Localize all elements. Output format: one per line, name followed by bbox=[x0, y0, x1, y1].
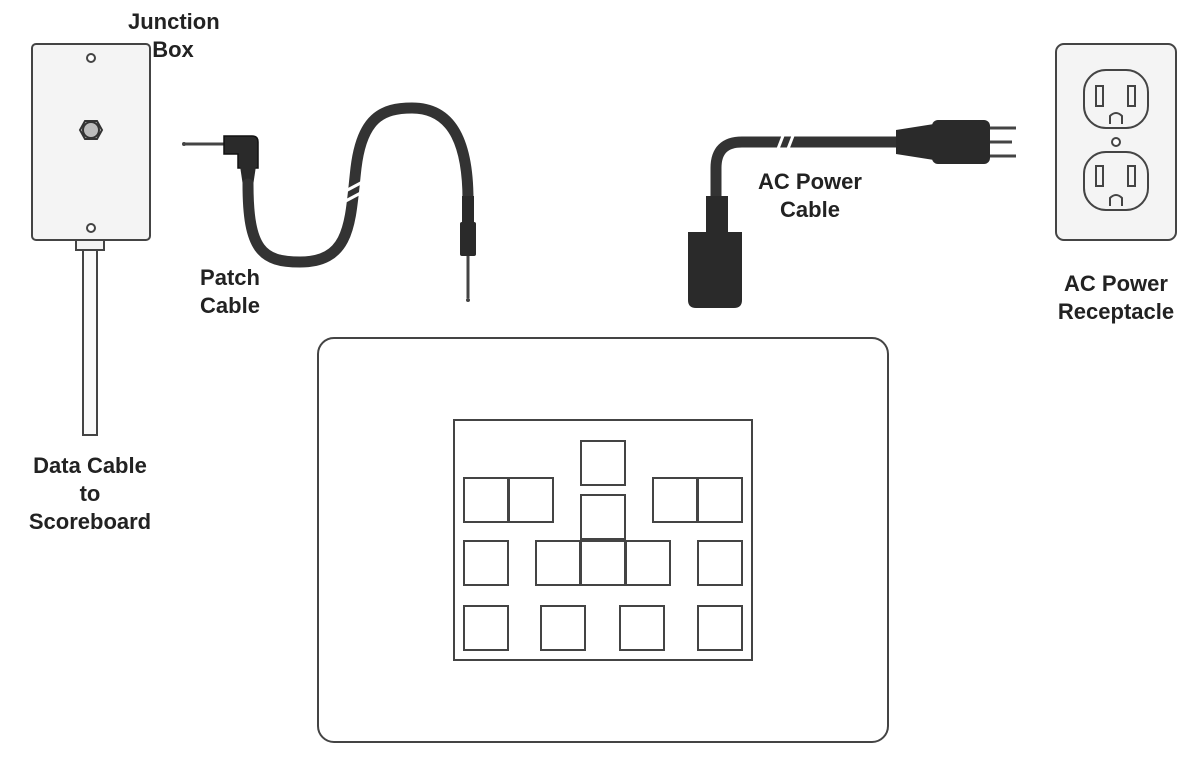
keypad-key[interactable] bbox=[463, 477, 509, 523]
ac-power-iec-relief bbox=[706, 196, 728, 232]
data-cable-label: Data Cable to Scoreboard bbox=[14, 452, 166, 536]
ac-power-male-plug-relief bbox=[896, 124, 934, 160]
keypad-key[interactable] bbox=[580, 540, 626, 586]
ac-power-cable-cord bbox=[710, 136, 900, 200]
keypad-key[interactable] bbox=[535, 540, 581, 586]
keypad-key[interactable] bbox=[619, 605, 665, 651]
patch-cable-right-tip-ball bbox=[466, 298, 470, 302]
receptacle-outlet-bottom-slot-left bbox=[1095, 165, 1104, 187]
junction-box-icon bbox=[31, 43, 151, 436]
patch-cable-label-line1: Patch bbox=[200, 265, 260, 290]
junction-box-jack bbox=[82, 121, 100, 139]
ac-power-receptacle-label: AC Power Receptacle bbox=[1040, 270, 1192, 326]
patch-cable-icon bbox=[182, 102, 476, 302]
data-cable-label-line2: to bbox=[79, 481, 101, 506]
patch-cable-break-mark-2 bbox=[339, 186, 371, 206]
junction-box-cable-grommet bbox=[75, 239, 105, 251]
keypad-key[interactable] bbox=[652, 477, 698, 523]
patch-cable-straight-plug-relief bbox=[462, 196, 474, 224]
keypad-key[interactable] bbox=[625, 540, 671, 586]
keypad-key[interactable] bbox=[697, 477, 743, 523]
keypad-key[interactable] bbox=[580, 440, 626, 486]
duplex-outlet-icon bbox=[1055, 43, 1177, 241]
ac-power-cable-break-mark-2 bbox=[784, 127, 798, 155]
keypad-key[interactable] bbox=[580, 494, 626, 540]
ac-power-cable-label-line1: AC Power bbox=[758, 169, 862, 194]
keypad-key[interactable] bbox=[463, 605, 509, 651]
ac-power-iec-connector bbox=[688, 232, 742, 308]
receptacle-outlet-bottom-ground bbox=[1109, 194, 1123, 206]
junction-box-label-line2: Box bbox=[152, 37, 194, 62]
keypad-key[interactable] bbox=[697, 540, 743, 586]
junction-box-bottom-screw bbox=[86, 223, 96, 233]
patch-cable-label: Patch Cable bbox=[180, 264, 280, 320]
ac-power-cable-label-line2: Cable bbox=[780, 197, 840, 222]
receptacle-outlet-top-ground bbox=[1109, 112, 1123, 124]
keypad-key[interactable] bbox=[697, 605, 743, 651]
patch-cable-break-mark bbox=[339, 176, 371, 196]
ac-power-receptacle-label-line1: AC Power bbox=[1064, 271, 1168, 296]
data-cable-icon bbox=[82, 249, 98, 436]
ac-power-male-plug bbox=[932, 120, 990, 164]
receptacle-outlet-bottom bbox=[1083, 151, 1149, 211]
ac-power-cable-icon bbox=[688, 120, 1016, 308]
patch-cable-left-tip-ball bbox=[182, 142, 186, 146]
receptacle-outlet-bottom-slot-right bbox=[1127, 165, 1136, 187]
junction-box-label: Junction Box bbox=[128, 8, 220, 64]
console-keypad bbox=[463, 440, 743, 651]
junction-box-plate bbox=[31, 43, 151, 241]
patch-cable-right-angle-plug bbox=[223, 135, 259, 169]
receptacle-outlet-top-slot-left bbox=[1095, 85, 1104, 107]
patch-cable-straight-plug bbox=[460, 222, 476, 256]
patch-cable-cord bbox=[242, 102, 474, 268]
keypad-key[interactable] bbox=[540, 605, 586, 651]
keypad-key[interactable] bbox=[508, 477, 554, 523]
data-cable-label-line3: Scoreboard bbox=[28, 509, 152, 534]
ac-power-receptacle-label-line2: Receptacle bbox=[1057, 299, 1175, 324]
receptacle-outlet-top-slot-right bbox=[1127, 85, 1136, 107]
ac-power-cable-break-mark bbox=[774, 127, 788, 155]
junction-box-label-line1: Junction bbox=[128, 9, 220, 34]
data-cable-label-line1: Data Cable bbox=[33, 453, 147, 478]
junction-box-top-screw bbox=[86, 53, 96, 63]
keypad-key[interactable] bbox=[463, 540, 509, 586]
patch-cable-label-line2: Cable bbox=[200, 293, 260, 318]
ac-power-cable-label: AC Power Cable bbox=[740, 168, 880, 224]
control-console-icon bbox=[317, 337, 889, 743]
receptacle-center-screw bbox=[1111, 137, 1121, 147]
receptacle-outlet-top bbox=[1083, 69, 1149, 129]
